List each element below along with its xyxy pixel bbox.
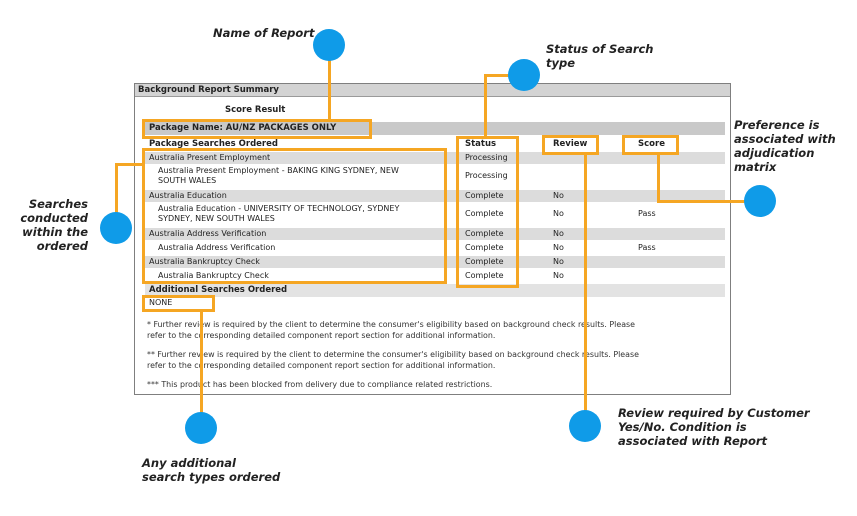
callout-line: ordered xyxy=(36,239,88,253)
score-value: Pass xyxy=(638,243,656,252)
connector-line xyxy=(657,200,745,203)
marker-dot xyxy=(744,185,776,217)
connector-line xyxy=(657,153,660,203)
table-row: Australia Present Employment - BAKING KI… xyxy=(145,165,725,187)
review-value: No xyxy=(553,191,564,200)
callout-name-of-report: Name of Report xyxy=(213,26,314,40)
callout-line: adjudication xyxy=(734,146,815,160)
additional-searches-highlight xyxy=(142,295,215,312)
callout-line: within the xyxy=(22,225,88,239)
review-value: No xyxy=(553,271,564,280)
table-row: Australia Bankruptcy Check Complete No xyxy=(145,270,725,282)
connector-line xyxy=(115,163,145,166)
callout-line: type xyxy=(546,56,576,70)
package-name-highlight xyxy=(142,119,372,139)
header-searches: Package Searches Ordered xyxy=(149,139,278,149)
callout-line: matrix xyxy=(734,160,777,174)
status-value: Complete xyxy=(465,191,504,200)
status-value: Complete xyxy=(465,229,504,238)
callout-line: Status of Search xyxy=(546,42,654,56)
report-title: Background Report Summary xyxy=(135,84,730,97)
connector-line xyxy=(200,310,203,416)
table-header: Package Searches Ordered Status Review S… xyxy=(145,137,725,151)
footnote: *** This product has been blocked from d… xyxy=(147,379,727,390)
status-value: Complete xyxy=(465,209,504,218)
connector-line xyxy=(328,60,331,121)
search-name-line: Australia Education - UNIVERSITY OF TECH… xyxy=(158,204,400,213)
review-highlight xyxy=(542,135,599,155)
review-value: No xyxy=(553,257,564,266)
status-value: Complete xyxy=(465,243,504,252)
table-row: Australia Education - UNIVERSITY OF TECH… xyxy=(145,203,725,225)
search-name: Australia Address Verification xyxy=(158,243,276,252)
callout-preference: Preference is associated with adjudicati… xyxy=(734,118,836,174)
search-name: Australia Address Verification xyxy=(149,229,267,238)
header-status: Status xyxy=(465,139,497,149)
table-row: Australia Present Employment Processing xyxy=(145,152,725,164)
callout-line: associated with xyxy=(734,132,836,146)
search-name-line: Australia Present Employment - BAKING KI… xyxy=(158,166,399,175)
footnote-line: ** Further review is required by the cli… xyxy=(147,350,639,359)
table-row: Australia Address Verification Complete … xyxy=(145,228,725,240)
callout-line: associated with Report xyxy=(618,434,768,448)
callout-line: Name of Report xyxy=(213,26,315,40)
review-value: No xyxy=(553,209,564,218)
callout-line: Searches xyxy=(28,197,88,211)
additional-searches-header: Additional Searches Ordered xyxy=(145,284,725,297)
search-name: Australia Education - UNIVERSITY OF TECH… xyxy=(158,204,448,224)
marker-dot xyxy=(100,212,132,244)
marker-dot xyxy=(313,29,345,61)
footnote: ** Further review is required by the cli… xyxy=(147,349,727,371)
callout-searches: Searches conducted within the ordered xyxy=(18,197,88,253)
table-row: Australia Education Complete No xyxy=(145,190,725,202)
footnote-line: *** This product has been blocked from d… xyxy=(147,380,493,389)
callout-line: Any additional xyxy=(142,456,236,470)
search-name-line: SOUTH WALES xyxy=(158,176,217,185)
search-name-line: SYDNEY, NEW SOUTH WALES xyxy=(158,214,275,223)
search-name: Australia Education xyxy=(149,191,227,200)
status-value: Complete xyxy=(465,257,504,266)
marker-dot xyxy=(185,412,217,444)
search-name: Australia Present Employment - BAKING KI… xyxy=(158,166,448,186)
additional-searches-value: NONE xyxy=(149,298,173,307)
search-name: Australia Bankruptcy Check xyxy=(158,271,269,280)
footnote-line: * Further review is required by the clie… xyxy=(147,320,636,329)
search-name: Australia Bankruptcy Check xyxy=(149,257,260,266)
search-name: Australia Present Employment xyxy=(149,153,271,162)
callout-line: Review required by Customer xyxy=(618,406,810,420)
connector-line xyxy=(115,163,118,215)
header-score: Score xyxy=(638,139,665,149)
footnote-line: refer to the corresponding detailed comp… xyxy=(147,331,496,340)
callout-additional: Any additional search types ordered xyxy=(142,456,280,484)
status-value: Complete xyxy=(465,271,504,280)
callout-line: search types ordered xyxy=(142,470,281,484)
review-value: No xyxy=(553,243,564,252)
callout-status: Status of Search type xyxy=(546,42,654,70)
review-value: No xyxy=(553,229,564,238)
footnote-line: refer to the corresponding detailed comp… xyxy=(147,361,496,370)
table-row: Australia Address Verification Complete … xyxy=(145,242,725,254)
connector-line xyxy=(584,153,587,415)
status-value: Processing xyxy=(465,171,508,180)
package-name: Package Name: AU/NZ PACKAGES ONLY xyxy=(145,122,725,135)
table-row: Australia Bankruptcy Check Complete No xyxy=(145,256,725,268)
callout-line: Preference is xyxy=(734,118,820,132)
callout-line: Yes/No. Condition is xyxy=(618,420,747,434)
header-review: Review xyxy=(553,139,588,149)
connector-line xyxy=(484,74,523,77)
callout-line: conducted xyxy=(20,211,88,225)
connector-line xyxy=(484,74,487,138)
callout-review: Review required by Customer Yes/No. Cond… xyxy=(618,406,810,448)
footnote: * Further review is required by the clie… xyxy=(147,319,727,341)
marker-dot xyxy=(569,410,601,442)
status-highlight xyxy=(456,136,519,288)
searches-highlight xyxy=(142,148,447,284)
score-highlight xyxy=(622,135,679,155)
marker-dot xyxy=(508,59,540,91)
score-value: Pass xyxy=(638,209,656,218)
status-value: Processing xyxy=(465,153,508,162)
score-result-heading: Score Result xyxy=(225,105,286,115)
